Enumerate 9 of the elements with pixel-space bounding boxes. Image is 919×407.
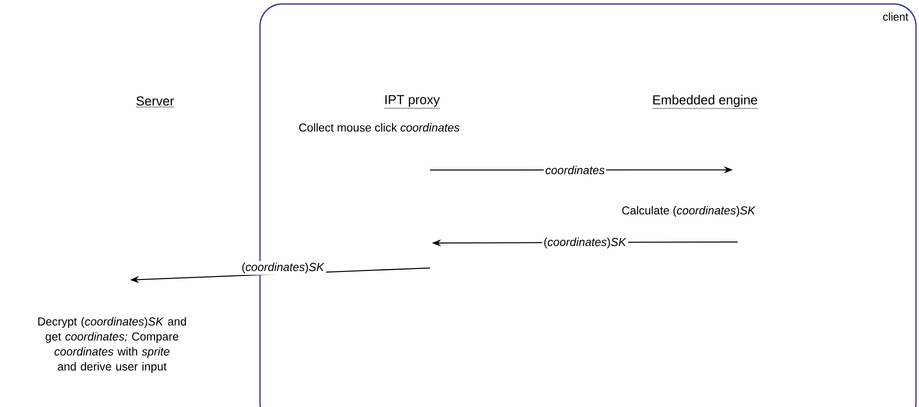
column-heading: IPT proxy bbox=[384, 95, 440, 108]
edge-label: (coordinates)SK bbox=[542, 236, 628, 250]
column-heading: Embedded engine bbox=[652, 94, 758, 109]
step-text: Decrypt (coordinates)SK and get coordinates; Compare coordinates with sprite and derive user input bbox=[38, 317, 186, 373]
column-heading: Server bbox=[136, 96, 174, 108]
step-text: Collect mouse click coordinates bbox=[299, 123, 460, 132]
step-text: Calculate (coordinates)SK bbox=[622, 206, 756, 217]
edge-label: coordinates bbox=[544, 164, 606, 176]
edge-label: (coordinates)SK bbox=[240, 261, 326, 275]
